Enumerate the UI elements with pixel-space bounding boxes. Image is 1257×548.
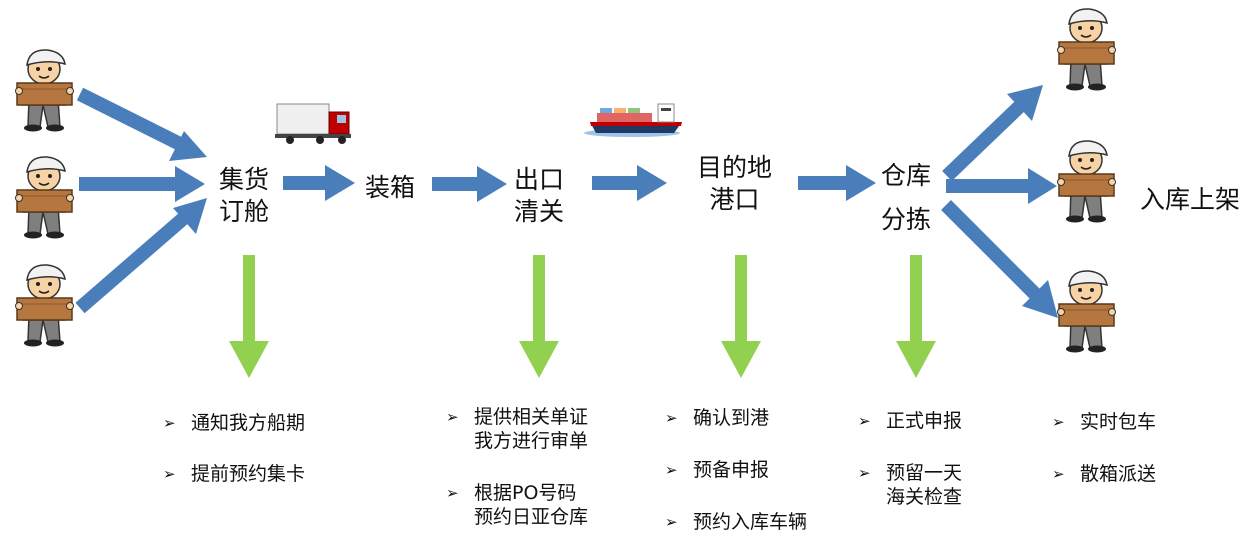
stage-line: 清关 xyxy=(514,197,565,226)
truck-icon xyxy=(275,103,351,144)
list-item: ➢ 预留一天 海关检查 xyxy=(858,461,962,509)
stage-line: 目的地 xyxy=(697,153,773,182)
worker-carrying-box-icon xyxy=(14,156,75,240)
task-arrow xyxy=(896,255,936,378)
bullet-arrow-icon: ➢ xyxy=(665,409,678,427)
stage-line: 出口 xyxy=(514,165,565,194)
bullet-arrow-icon: ➢ xyxy=(446,484,459,502)
task-text: 提前预约集卡 xyxy=(191,463,306,485)
stage-line: 仓库 xyxy=(881,161,932,190)
stage-line: 订舱 xyxy=(219,197,270,226)
flow-arrow xyxy=(946,168,1057,204)
flow-arrow xyxy=(432,166,507,202)
stage-line: 装箱 xyxy=(365,173,416,202)
task-text: 预备申报 xyxy=(693,459,770,481)
bullet-arrow-icon: ➢ xyxy=(665,461,678,479)
flow-arrow xyxy=(76,87,207,161)
list-item: ➢ 根据PO号码 预约日亚仓库 xyxy=(446,481,588,529)
task-text: 实时包车 xyxy=(1080,411,1157,433)
list-item: ➢ 预约入库车辆 xyxy=(665,510,807,534)
bullet-arrow-icon: ➢ xyxy=(665,513,678,531)
list-item: ➢ 确认到港 xyxy=(665,406,807,430)
stage-shelving: 入库上架 xyxy=(1140,184,1240,216)
task-text: 通知我方船期 xyxy=(191,412,306,434)
flow-arrow xyxy=(798,165,876,201)
list-item: ➢ 提前预约集卡 xyxy=(163,462,305,486)
bullet-arrow-icon: ➢ xyxy=(163,465,176,483)
task-text: 提供相关单证 xyxy=(474,406,589,428)
stage-destination-port: 目的地 港口 xyxy=(697,152,772,216)
task-text: 根据PO号码 xyxy=(474,482,577,504)
task-text: 我方进行审单 xyxy=(474,430,589,452)
list-item: ➢ 散箱派送 xyxy=(1052,462,1156,486)
task-list-export: ➢ 提供相关单证 我方进行审单 ➢ 根据PO号码 预约日亚仓库 xyxy=(446,405,588,529)
stage-line: 分拣 xyxy=(881,205,932,234)
bullet-arrow-icon: ➢ xyxy=(1052,413,1065,431)
task-text: 正式申报 xyxy=(886,410,963,432)
stage-export-clearance: 出口 清关 xyxy=(514,164,564,228)
task-list-warehouse: ➢ 正式申报 ➢ 预留一天 海关检查 xyxy=(858,409,962,509)
task-arrow xyxy=(229,255,269,378)
task-arrow xyxy=(519,255,559,378)
bullet-arrow-icon: ➢ xyxy=(163,414,176,432)
flow-arrow xyxy=(79,166,205,202)
flow-arrow xyxy=(941,200,1058,318)
task-text: 海关检查 xyxy=(886,486,963,508)
worker-carrying-box-icon xyxy=(1056,8,1117,92)
stage-loading: 装箱 xyxy=(365,172,415,204)
worker-carrying-box-icon xyxy=(14,49,75,133)
task-list-destination: ➢ 确认到港 ➢ 预备申报 ➢ 预约入库车辆 xyxy=(665,406,807,534)
worker-carrying-box-icon xyxy=(1056,270,1117,354)
task-list-shelving: ➢ 实时包车 ➢ 散箱派送 xyxy=(1052,410,1156,486)
task-text: 确认到港 xyxy=(693,407,770,429)
worker-carrying-box-icon xyxy=(14,264,75,348)
task-text: 预约日亚仓库 xyxy=(474,506,589,528)
flow-arrow xyxy=(942,85,1043,182)
flow-arrow xyxy=(283,165,355,201)
bullet-arrow-icon: ➢ xyxy=(446,408,459,426)
bullet-arrow-icon: ➢ xyxy=(858,412,871,430)
stage-consolidate: 集货 订舱 xyxy=(219,164,269,228)
flow-arrow xyxy=(592,165,667,201)
cargo-ship-icon xyxy=(584,103,682,137)
list-item: ➢ 正式申报 xyxy=(858,409,962,433)
task-text: 散箱派送 xyxy=(1080,463,1157,485)
bullet-arrow-icon: ➢ xyxy=(1052,465,1065,483)
task-arrow xyxy=(721,255,761,378)
list-item: ➢ 实时包车 xyxy=(1052,410,1156,434)
list-item: ➢ 提供相关单证 我方进行审单 xyxy=(446,405,588,453)
task-list-consolidate: ➢ 通知我方船期 ➢ 提前预约集卡 xyxy=(163,411,305,486)
task-text: 预约入库车辆 xyxy=(693,511,808,533)
bullet-arrow-icon: ➢ xyxy=(858,464,871,482)
list-item: ➢ 预备申报 xyxy=(665,458,807,482)
list-item: ➢ 通知我方船期 xyxy=(163,411,305,435)
stage-warehouse-sorting: 仓库 分拣 xyxy=(881,154,931,242)
stage-line: 入库上架 xyxy=(1140,185,1241,214)
task-text: 预留一天 xyxy=(886,462,963,484)
stage-line: 港口 xyxy=(709,185,760,214)
stage-line: 集货 xyxy=(219,165,270,194)
flow-arrow xyxy=(75,198,207,314)
worker-carrying-box-icon xyxy=(1056,140,1117,224)
